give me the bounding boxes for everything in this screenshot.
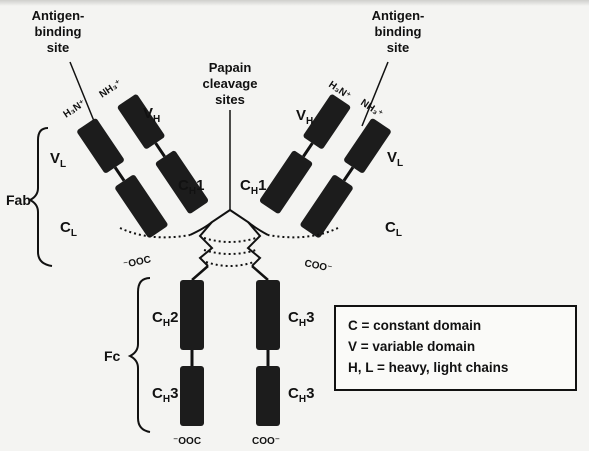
svg-text:Antigen-: Antigen- xyxy=(372,8,425,23)
left-CH2-domain xyxy=(180,280,204,350)
label-VL-right: VL xyxy=(387,149,403,169)
right-CH1-domain xyxy=(259,150,314,215)
label-H3N-left: H₃N⁺ xyxy=(62,98,88,121)
label-ooc-left: ⁻OOC xyxy=(122,254,152,271)
fab-bracket: Fab xyxy=(6,128,52,266)
left-VH-linker xyxy=(156,143,165,156)
svg-text:CL: CL xyxy=(60,219,77,239)
legend-item-constant: C = constant domain xyxy=(348,315,565,336)
label-CH1-right: CH1 xyxy=(240,177,266,197)
left-CL-domain xyxy=(114,174,169,239)
svg-text:VL: VL xyxy=(50,150,66,170)
right-CH2-domain xyxy=(256,280,280,350)
antigen-site-label-right: Antigen- binding site xyxy=(372,8,425,55)
svg-text:site: site xyxy=(47,40,69,55)
fc-label: Fc xyxy=(104,348,121,364)
papain-label: Papain cleavage sites xyxy=(203,60,258,107)
antigen-site-pointer-left xyxy=(70,62,96,126)
legend-box: C = constant domain V = variable domain … xyxy=(334,305,577,391)
svg-text:CH3: CH3 xyxy=(152,385,178,405)
svg-text:binding: binding xyxy=(35,24,82,39)
label-ooc-bottom-left: ⁻OOC xyxy=(173,436,201,447)
left-VL-domain xyxy=(76,118,125,175)
label-CH2-left: CH2 xyxy=(152,309,178,329)
label-CH3-lower-left: CH3 xyxy=(152,385,178,405)
right-VL-linker xyxy=(344,167,353,180)
disulfide-bond-2 xyxy=(204,250,256,254)
svg-text:CH2: CH2 xyxy=(152,309,178,329)
label-coo-bottom-right: COO⁻ xyxy=(252,436,280,447)
antigen-site-label-left: Antigen- binding site xyxy=(32,8,85,55)
fc-left-chain xyxy=(180,266,208,426)
svg-text:sites: sites xyxy=(215,92,245,107)
legend-item-chains: H, L = heavy, light chains xyxy=(348,357,565,378)
label-coo-right: COO⁻ xyxy=(303,258,333,275)
right-light-heavy-disulfide xyxy=(268,228,338,237)
svg-text:CH3: CH3 xyxy=(288,309,314,329)
label-CL-left: CL xyxy=(60,219,77,239)
label-CL-right: CL xyxy=(385,219,402,239)
svg-text:VH: VH xyxy=(296,107,313,127)
fab-label: Fab xyxy=(6,192,31,208)
label-VH-right: VH xyxy=(296,107,313,127)
svg-text:CH3: CH3 xyxy=(288,385,314,405)
svg-text:Papain: Papain xyxy=(209,60,252,75)
legend-item-variable: V = variable domain xyxy=(348,336,565,357)
right-CL-domain xyxy=(299,174,354,239)
fc-bracket: Fc xyxy=(104,278,150,432)
label-CH3-upper-right: CH3 xyxy=(288,309,314,329)
disulfide-bond-1 xyxy=(204,238,256,242)
label-CH3-lower-right: CH3 xyxy=(288,385,314,405)
right-VL-domain xyxy=(343,118,392,175)
svg-text:VL: VL xyxy=(387,149,403,169)
right-VH-linker xyxy=(303,143,312,156)
svg-text:binding: binding xyxy=(375,24,422,39)
left-CH3-domain xyxy=(180,366,204,426)
left-VL-linker xyxy=(115,167,124,180)
svg-text:CH1: CH1 xyxy=(240,177,266,197)
right-CH3-domain xyxy=(256,366,280,426)
svg-text:CL: CL xyxy=(385,219,402,239)
disulfide-bond-3 xyxy=(206,262,254,266)
label-NH3-left: NH₃⁺ xyxy=(98,78,124,101)
svg-text:site: site xyxy=(387,40,409,55)
fc-right-chain xyxy=(252,266,280,426)
svg-text:Antigen-: Antigen- xyxy=(32,8,85,23)
label-VL-left: VL xyxy=(50,150,66,170)
svg-text:cleavage: cleavage xyxy=(203,76,258,91)
